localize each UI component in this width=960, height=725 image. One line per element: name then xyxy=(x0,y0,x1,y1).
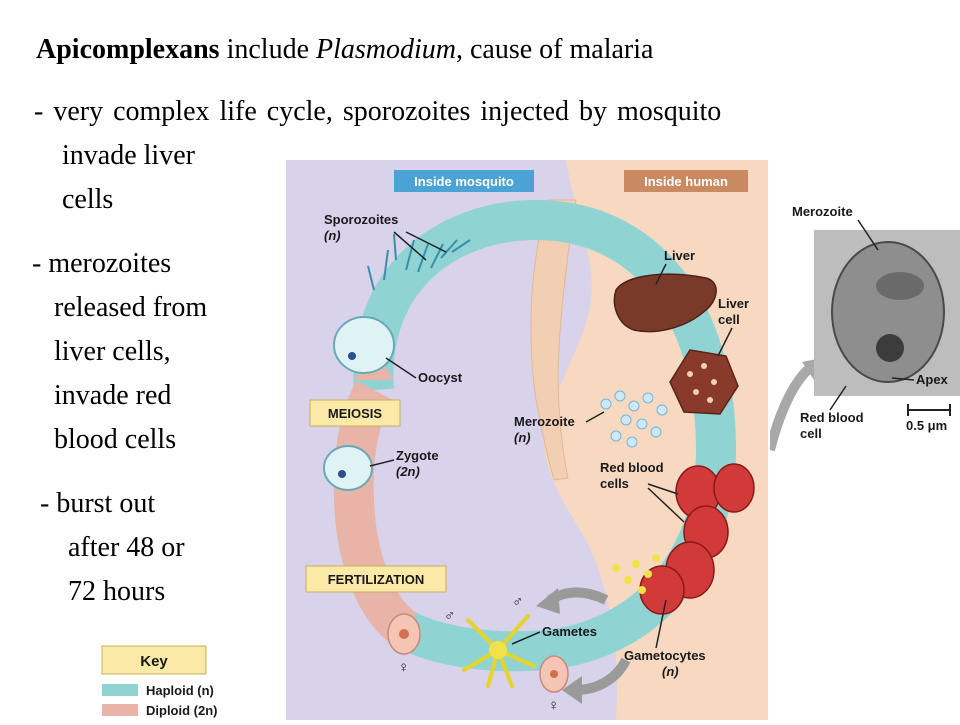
key-haploid-label: Haploid (n) xyxy=(146,683,214,698)
bullet-3-line-1: - burst out xyxy=(40,488,156,519)
gametocyte-dots xyxy=(612,554,660,594)
female-symbol-left: ♀ xyxy=(398,659,409,676)
gray-arrow-upper-head xyxy=(536,588,560,614)
merozoite-label: Merozoite xyxy=(514,414,575,429)
liver-cell-pointer xyxy=(717,327,733,357)
key-diploid-swatch xyxy=(102,704,138,716)
liver-cell-shape xyxy=(669,349,739,415)
bullet-3-line-3: 72 hours xyxy=(68,576,166,607)
key-svg: Key Haploid (n) Diploid (2n) xyxy=(101,645,218,718)
key-title-box xyxy=(101,645,207,675)
gametocytes-n-label: (n) xyxy=(662,664,679,679)
female-symbol-right: ♀ xyxy=(548,697,559,714)
micrograph-svg: Merozoite Apex Red blood cell 0.5 μm xyxy=(765,204,960,452)
fertilization-box xyxy=(305,565,447,593)
red-blood-cells-pointer-2 xyxy=(647,487,685,523)
title-mid: include xyxy=(219,34,316,65)
gametocytes-label: Gametocytes xyxy=(624,648,706,663)
merozoite-micrograph: Merozoite Apex Red blood cell 0.5 μm xyxy=(765,190,960,460)
title-bold: Apicomplexans xyxy=(36,34,220,65)
gametes-pointer xyxy=(511,631,541,645)
liver-pointer xyxy=(655,263,667,285)
red-blood-cells-pointer xyxy=(647,483,679,495)
gametocytes-pointer xyxy=(655,599,667,649)
micrograph-apex-pointer xyxy=(891,377,915,381)
sporozoites-n-label: (n) xyxy=(324,228,341,243)
liver-label: Liver xyxy=(664,248,695,263)
female-gamete-right-nucleus xyxy=(550,670,558,678)
bullet-3-line-2: after 48 or xyxy=(68,532,185,563)
meiosis-label: MEIOSIS xyxy=(328,406,383,421)
key-diploid-label: Diploid (2n) xyxy=(146,703,218,718)
gray-arrow-lower-head xyxy=(562,676,582,704)
title-italic: Plasmodium xyxy=(316,34,456,65)
life-cycle-svg: Inside mosquito Inside human Sporozoites… xyxy=(305,160,768,720)
fertilization-label: FERTILIZATION xyxy=(328,572,425,587)
inside-mosquito-label: Inside mosquito xyxy=(414,174,514,189)
liver-cell-label-1: Liver xyxy=(718,296,749,311)
bullet-1-line-2: invade liver xyxy=(62,140,195,171)
bullet-2-line-1: - merozoites xyxy=(32,248,172,279)
liver-cell-merozoites xyxy=(687,363,717,403)
micrograph-nucleus xyxy=(876,334,904,362)
zygote-nucleus xyxy=(338,470,346,478)
title-end: , cause of malaria xyxy=(456,34,654,65)
liver-organ xyxy=(613,273,717,333)
bullet-2-line-4: invade red xyxy=(54,380,172,411)
merozoite-cells xyxy=(600,390,668,448)
micrograph-apex-label: Apex xyxy=(916,372,949,387)
meiosis-box xyxy=(309,399,401,427)
key-haploid-swatch xyxy=(102,684,138,696)
micrograph-rbc-label-1: Red blood xyxy=(800,410,864,425)
sporozoite-cells xyxy=(367,233,471,291)
micrograph-merozoite-label: Merozoite xyxy=(792,204,853,219)
liver-cell-label-2: cell xyxy=(718,312,740,327)
red-blood-cells-label-2: cells xyxy=(600,476,629,491)
sporozoites-pointer-2 xyxy=(405,231,447,253)
bullet-2-line-3: liver cells, xyxy=(54,336,171,367)
micrograph-rbc-pointer xyxy=(829,385,847,411)
oocyst-cell xyxy=(333,316,395,374)
key-title: Key xyxy=(140,653,168,670)
zygote-cell xyxy=(323,445,373,491)
bullet-2-line-5: blood cells xyxy=(54,424,177,455)
human-arm-shape xyxy=(530,199,577,481)
male-gamete-body xyxy=(489,641,507,659)
micrograph-rbc-label-2: cell xyxy=(800,426,822,441)
bullet-2-line-2: released from xyxy=(54,292,208,323)
bullet-1-line-3: cells xyxy=(62,184,114,215)
female-gamete-left-nucleus xyxy=(399,629,409,639)
slide-title: Apicomplexans include Plasmodium, cause … xyxy=(36,36,653,64)
oocyst-nucleus xyxy=(348,352,356,360)
inside-human-label: Inside human xyxy=(644,174,728,189)
sporozoites-label: Sporozoites xyxy=(324,212,398,227)
micrograph-organelle xyxy=(876,272,924,300)
male-symbol-1: ♂ xyxy=(444,607,455,624)
oocyst-label: Oocyst xyxy=(418,370,463,385)
bullet-1-line-1: - very complex life cycle, sporozoites i… xyxy=(34,96,722,127)
zygote-label: Zygote xyxy=(396,448,439,463)
life-cycle-diagram: Inside mosquito Inside human Sporozoites… xyxy=(286,160,768,720)
oocyst-pointer xyxy=(385,357,417,379)
micrograph-scale-label: 0.5 μm xyxy=(906,418,947,433)
diagram-key: Key Haploid (n) Diploid (2n) xyxy=(98,644,284,720)
male-symbol-2: ♂ xyxy=(512,593,523,610)
merozoite-n-label: (n) xyxy=(514,430,531,445)
zygote-n-label: (2n) xyxy=(396,464,420,479)
gametes-label: Gametes xyxy=(542,624,597,639)
sporozoites-pointer xyxy=(393,231,427,261)
micrograph-arrow xyxy=(765,364,814,452)
red-blood-cell-group xyxy=(639,463,755,615)
inside-mosquito-bar xyxy=(394,170,534,192)
zygote-pointer xyxy=(369,459,395,467)
merozoite-pointer xyxy=(585,411,605,423)
micrograph-merozoite-pointer xyxy=(857,219,879,251)
red-blood-cells-label-1: Red blood xyxy=(600,460,664,475)
inside-human-bar xyxy=(624,170,748,192)
